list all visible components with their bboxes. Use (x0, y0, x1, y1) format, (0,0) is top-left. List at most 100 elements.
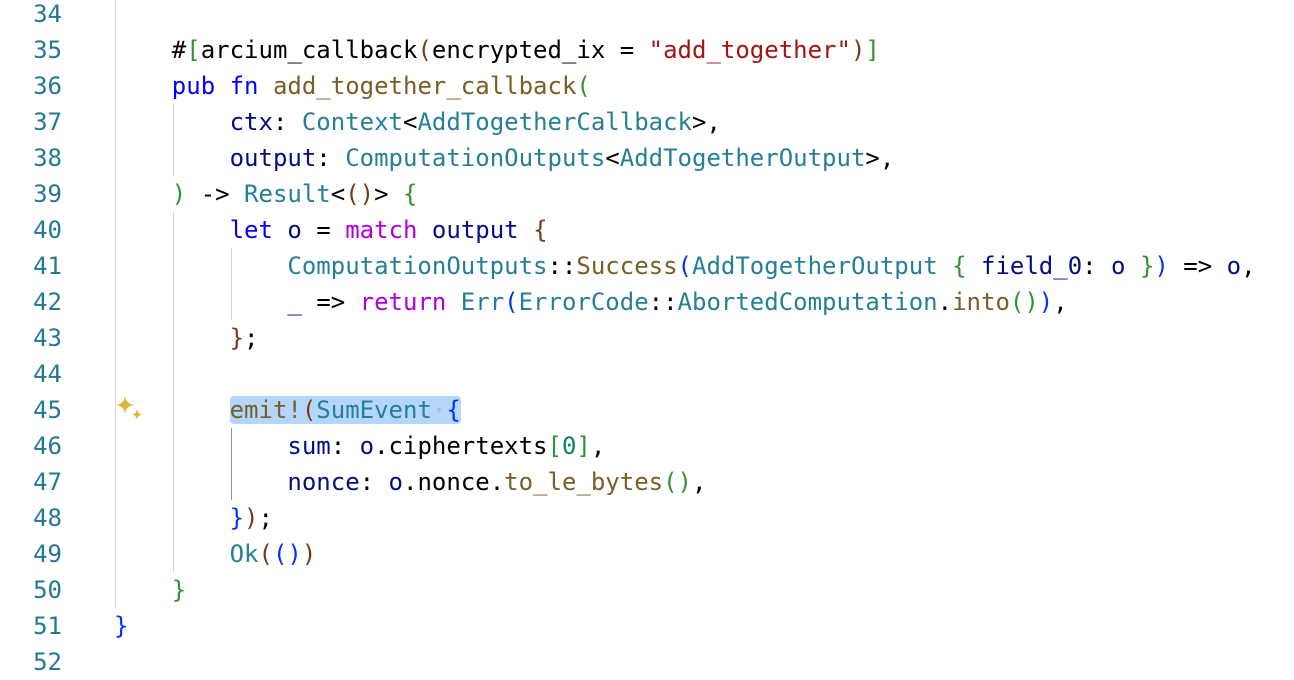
code-text: ctx: Context<AddTogetherCallback>, (114, 104, 721, 140)
sparkle-icon[interactable] (114, 394, 148, 428)
code-line[interactable]: 49 Ok(()) (0, 536, 1294, 572)
indent-guide (115, 320, 116, 356)
code-token: { (403, 180, 418, 208)
indent-guide (115, 248, 116, 284)
code-token: o (1226, 252, 1242, 280)
indent-guide (115, 464, 116, 500)
code-token: to_le_bytes (504, 468, 664, 496)
code-token: SumEvent (316, 396, 432, 424)
line-number: 43 (33, 324, 62, 352)
code-line[interactable]: 42 _ => return Err(ErrorCode::AbortedCom… (0, 284, 1294, 320)
code-token: Result (244, 180, 331, 208)
code-token: , (1241, 252, 1256, 280)
code-token: < (403, 108, 418, 136)
indent-guide (115, 104, 116, 140)
code-line[interactable]: 37 ctx: Context<AddTogetherCallback>, (0, 104, 1294, 140)
code-text: output: ComputationOutputs<AddTogetherOu… (114, 140, 895, 176)
code-token: o (359, 432, 375, 460)
line-number: 34 (33, 0, 62, 28)
code-line[interactable]: 41 ComputationOutputs::Success(AddTogeth… (0, 248, 1294, 284)
code-token: # (171, 36, 187, 64)
code-token: < (605, 144, 620, 172)
code-line[interactable]: 43 }; (0, 320, 1294, 356)
indent-guide (231, 464, 232, 500)
code-token: : (330, 432, 360, 460)
code-token: ; (258, 504, 273, 532)
code-text: }); (114, 500, 273, 536)
code-token: . (937, 288, 953, 316)
code-token: ) (171, 180, 187, 208)
code-text: pub fn add_together_callback( (114, 68, 591, 104)
code-token: let (229, 216, 273, 244)
code-token: () (663, 468, 693, 496)
code-token: nonce (287, 468, 360, 496)
code-token: } (229, 324, 245, 352)
indent-guide (231, 284, 232, 320)
code-token: ctx (229, 108, 273, 136)
code-text: }; (114, 320, 259, 356)
code-token: ; (244, 324, 259, 352)
code-text: let o = match output { (114, 212, 548, 248)
indent-guide (173, 212, 174, 248)
code-token: output (417, 216, 519, 244)
code-token: ( (301, 396, 317, 424)
indent-guide (115, 392, 116, 428)
indent-guide (115, 212, 116, 248)
code-token: < (330, 180, 346, 208)
code-line[interactable]: 38 output: ComputationOutputs<AddTogethe… (0, 140, 1294, 176)
code-token: "add_together" (648, 36, 851, 64)
indent-guide (231, 428, 232, 464)
indent-guide (115, 356, 116, 392)
code-token: [ (186, 36, 201, 64)
indent-guide (115, 572, 116, 608)
code-token: Ok (229, 540, 259, 568)
indent-guide (115, 176, 116, 212)
indent-guide (115, 32, 116, 68)
code-token: add_together_callback (272, 72, 577, 100)
code-line[interactable]: 35 #[arcium_callback(encrypted_ix = "add… (0, 32, 1294, 68)
line-number: 44 (33, 360, 62, 388)
code-line[interactable]: 50 } (0, 572, 1294, 608)
code-line[interactable]: 40 let o = match output { (0, 212, 1294, 248)
code-token: ) (1154, 252, 1169, 280)
code-line[interactable]: 46 sum: o.ciphertexts[0], (0, 428, 1294, 464)
code-token: [ (547, 432, 562, 460)
code-token: AbortedComputation (677, 288, 938, 316)
line-number: 50 (33, 576, 62, 604)
code-token: > (374, 180, 404, 208)
line-number: 40 (33, 216, 62, 244)
code-line[interactable]: 44 (0, 356, 1294, 392)
line-number: 48 (33, 504, 62, 532)
code-text: ComputationOutputs::Success(AddTogetherO… (114, 248, 1256, 284)
code-text: _ => return Err(ErrorCode::AbortedComput… (114, 284, 1067, 320)
code-token: { (518, 216, 548, 244)
code-token: => (301, 288, 360, 316)
code-line[interactable]: 47 nonce: o.nonce.to_le_bytes(), (0, 464, 1294, 500)
code-text: nonce: o.nonce.to_le_bytes(), (114, 464, 706, 500)
code-token: ) (301, 540, 317, 568)
code-line[interactable]: 45 emit!(SumEvent·{ (0, 392, 1294, 428)
code-line[interactable]: 34 (0, 0, 1294, 32)
code-token: :: (648, 288, 678, 316)
line-number: 36 (33, 72, 62, 100)
code-token: } (171, 576, 187, 604)
code-line[interactable]: 36 pub fn add_together_callback( (0, 68, 1294, 104)
code-token: sum (287, 432, 331, 460)
code-token: field_0 (966, 252, 1083, 280)
indent-guide (115, 140, 116, 176)
code-token: into (952, 288, 1010, 316)
code-line[interactable]: 52 (0, 644, 1294, 680)
indent-guide (115, 428, 116, 464)
code-token: { (446, 396, 461, 424)
line-number: 38 (33, 144, 62, 172)
code-token: , (692, 468, 707, 496)
code-line[interactable]: 51} (0, 608, 1294, 644)
code-line[interactable]: 39 ) -> Result<()> { (0, 176, 1294, 212)
code-token: ) (850, 36, 866, 64)
code-text: Ok(()) (114, 536, 317, 572)
code-token: match (345, 216, 418, 244)
code-line[interactable]: 48 }); (0, 500, 1294, 536)
code-token: ( (576, 72, 591, 100)
code-token: } (114, 612, 129, 640)
